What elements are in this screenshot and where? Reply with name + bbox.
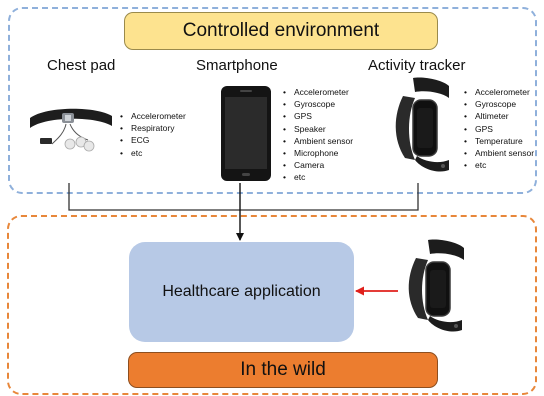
sensor-item: etc — [283, 171, 353, 183]
sensor-item: ECG — [120, 134, 186, 146]
sensor-item: GPS — [464, 123, 534, 135]
sensor-item: Accelerometer — [464, 86, 534, 98]
sensor-item: Ambient sensor — [464, 147, 534, 159]
sensor-item: Gyroscope — [283, 98, 353, 110]
device-bracket-line — [68, 183, 419, 211]
in-the-wild-label: In the wild — [128, 352, 438, 388]
sensor-item: Altimeter — [464, 110, 534, 122]
sensor-item: Accelerometer — [283, 86, 353, 98]
smartphone-image — [221, 86, 271, 181]
sensor-item: Accelerometer — [120, 110, 186, 122]
sensor-item: Microphone — [283, 147, 353, 159]
sensor-item: Ambient sensor — [283, 135, 353, 147]
sensor-item: Respiratory — [120, 122, 186, 134]
healthcare-application-box: Healthcare application — [129, 242, 354, 342]
chest-pad-image — [30, 108, 112, 152]
sensor-item: Gyroscope — [464, 98, 534, 110]
chest-pad-sensor-list: Accelerometer Respiratory ECG etc — [120, 110, 186, 159]
smartphone-title: Smartphone — [196, 57, 278, 74]
sensor-item: GPS — [283, 110, 353, 122]
activity-tracker-sensor-list: Accelerometer Gyroscope Altimeter GPS Te… — [464, 86, 534, 172]
chest-pad-title: Chest pad — [47, 57, 116, 74]
activity-tracker-image — [395, 77, 449, 172]
controlled-environment-label: Controlled environment — [124, 12, 438, 50]
sensor-item: Camera — [283, 159, 353, 171]
wild-activity-tracker-image — [408, 239, 464, 332]
smartphone-sensor-list: Accelerometer Gyroscope GPS Speaker Ambi… — [283, 86, 353, 184]
sensor-item: Temperature — [464, 135, 534, 147]
in-the-wild-region — [7, 215, 537, 395]
activity-tracker-title: Activity tracker — [368, 57, 466, 74]
sensor-item: Speaker — [283, 123, 353, 135]
sensor-item: etc — [120, 147, 186, 159]
controlled-environment-region — [8, 7, 537, 194]
sensor-item: etc — [464, 159, 534, 171]
